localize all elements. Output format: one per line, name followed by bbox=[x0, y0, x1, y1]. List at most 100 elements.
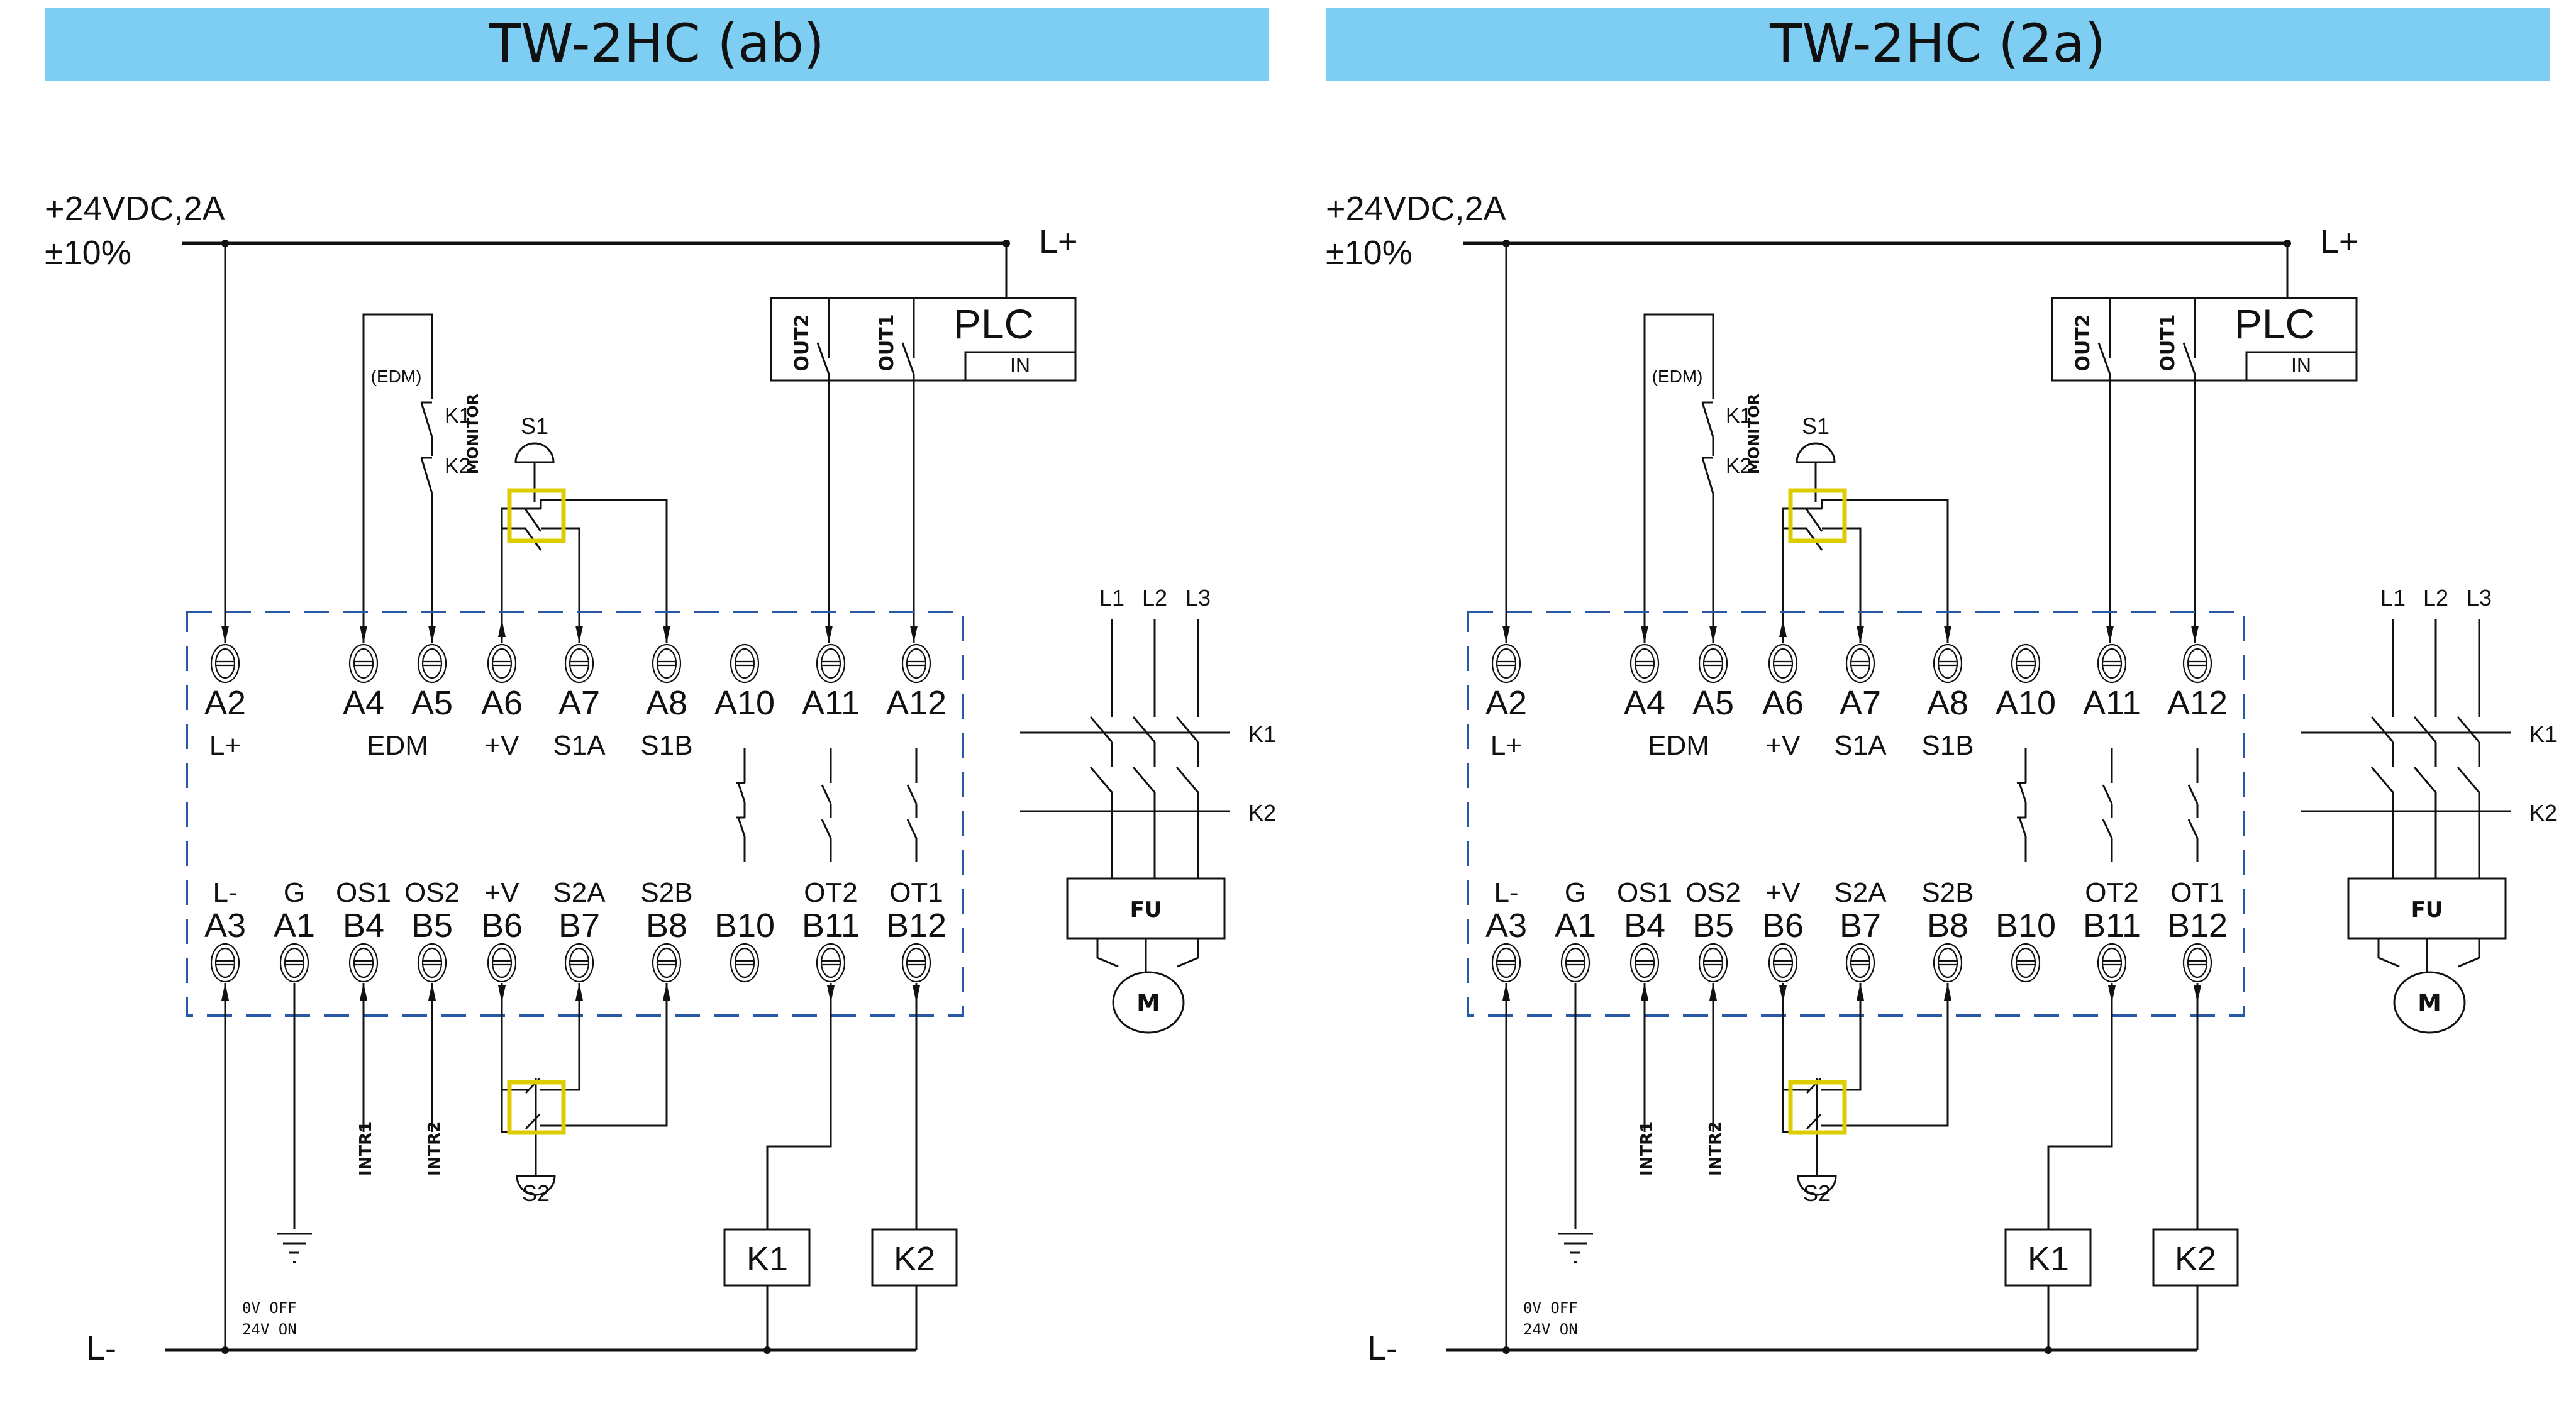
terminal-outer-ring bbox=[1933, 643, 1963, 684]
terminal-function: +V bbox=[1765, 877, 1801, 908]
wire bbox=[540, 499, 668, 643]
terminal-outer-ring bbox=[2182, 943, 2212, 983]
terminal-inner-ring bbox=[353, 648, 374, 679]
arrow-icon bbox=[575, 983, 583, 1001]
terminal-inner-ring bbox=[906, 947, 927, 979]
terminal-outer-ring bbox=[2097, 943, 2127, 983]
terminal-function: S1A bbox=[1834, 730, 1887, 761]
terminal-a4: A4 bbox=[343, 643, 384, 722]
intr2-label: INTR2 bbox=[1706, 1121, 1725, 1176]
wire bbox=[501, 983, 528, 1133]
terminal-outer-ring bbox=[1768, 943, 1798, 983]
wire bbox=[2018, 782, 2027, 802]
wire bbox=[1701, 457, 1714, 494]
mushroom-head-icon bbox=[1797, 1175, 1837, 1196]
arrow-icon bbox=[428, 983, 436, 1001]
terminal-screw bbox=[348, 943, 379, 983]
terminal-id: A11 bbox=[802, 684, 860, 722]
terminal-outer-ring bbox=[417, 943, 447, 983]
wire bbox=[1132, 767, 1156, 793]
terminal-id: A11 bbox=[2083, 684, 2141, 722]
terminal-id: A6 bbox=[1762, 684, 1804, 722]
terminal-b10: B10 bbox=[714, 907, 775, 983]
terminal-a5: A5 bbox=[411, 643, 453, 722]
wire bbox=[540, 983, 580, 1091]
wire bbox=[1782, 507, 1822, 643]
terminal-outer-ring bbox=[1560, 943, 1591, 983]
wire bbox=[1096, 938, 1119, 968]
terminal-screw bbox=[652, 643, 682, 684]
relay-coil-box bbox=[2152, 1228, 2239, 1287]
terminal-screw bbox=[487, 943, 517, 983]
mushroom-head-icon bbox=[514, 442, 555, 463]
edm-k1-label: K1 bbox=[445, 404, 471, 428]
terminal-function: +V bbox=[484, 730, 519, 761]
terminal-id: B8 bbox=[646, 907, 687, 945]
supply-tolerance-label: ±10% bbox=[1326, 234, 1413, 272]
wire bbox=[362, 313, 433, 643]
wire bbox=[1089, 767, 1113, 793]
terminal-function: S2B bbox=[1921, 877, 1974, 908]
terminal-inner-ring bbox=[214, 947, 236, 979]
terminal-outer-ring bbox=[564, 943, 594, 983]
terminal-screw bbox=[1491, 643, 1521, 684]
terminal-function: S1A bbox=[553, 730, 606, 761]
wire bbox=[541, 527, 580, 643]
monitor-label: MONITOR bbox=[464, 394, 482, 475]
plc-out2-label: OUT2 bbox=[791, 314, 813, 371]
supply-tolerance-label: ±10% bbox=[45, 234, 131, 272]
terminal-a10: A10 bbox=[714, 643, 775, 722]
terminal-inner-ring bbox=[1702, 947, 1724, 979]
wire bbox=[1175, 767, 1199, 793]
terminal-a10: A10 bbox=[1996, 643, 2056, 722]
terminal-id: A2 bbox=[204, 684, 246, 722]
wire bbox=[1701, 402, 1714, 438]
terminal-b6: +VB6 bbox=[1762, 877, 1804, 983]
s2-label: S2 bbox=[522, 1180, 550, 1206]
s2-highlight-box bbox=[507, 1080, 566, 1135]
terminal-id: A6 bbox=[481, 684, 523, 722]
edm-terminal-label: EDM bbox=[1648, 730, 1709, 761]
wire bbox=[1821, 983, 1949, 1127]
negative-bus-label: L- bbox=[86, 1329, 116, 1367]
terminal-outer-ring bbox=[210, 643, 240, 684]
terminal-inner-ring bbox=[1937, 648, 1958, 679]
terminal-screw bbox=[564, 643, 594, 684]
arrow-icon bbox=[2106, 626, 2114, 643]
contactor-k2-label: K2 bbox=[1248, 800, 1276, 826]
terminal-screw bbox=[730, 643, 760, 684]
terminal-id: A7 bbox=[558, 684, 600, 722]
relay-k1-label: K1 bbox=[2028, 1240, 2069, 1278]
wire bbox=[737, 782, 746, 802]
terminal-inner-ring bbox=[491, 648, 513, 679]
terminal-screw bbox=[2097, 943, 2127, 983]
terminal-function: S2B bbox=[640, 877, 692, 908]
terminal-screw bbox=[210, 943, 240, 983]
terminal-a11: A11 bbox=[2083, 643, 2141, 722]
s2-emergency-stop: S2 bbox=[1779, 983, 1951, 1206]
panel-header: TW-2HC (ab) bbox=[45, 8, 1269, 81]
terminal-outer-ring bbox=[901, 943, 931, 983]
terminal-a2: A2L+ bbox=[1485, 643, 1527, 761]
arrow-icon bbox=[1944, 626, 1951, 643]
arrow-icon bbox=[663, 626, 670, 643]
terminal-outer-ring bbox=[816, 943, 846, 983]
terminal-inner-ring bbox=[1565, 947, 1586, 979]
terminal-b6: +VB6 bbox=[481, 877, 523, 983]
wire bbox=[2187, 784, 2199, 804]
terminal-screw bbox=[901, 643, 931, 684]
terminal-function: G bbox=[284, 877, 305, 908]
terminal-id: A3 bbox=[1485, 907, 1527, 945]
plc-in-box bbox=[964, 351, 1077, 382]
terminal-outer-ring bbox=[1629, 643, 1660, 684]
wire bbox=[2458, 938, 2480, 968]
terminal-screw bbox=[1698, 643, 1728, 684]
terminal-a4: A4 bbox=[1624, 643, 1665, 722]
arrow-icon bbox=[1709, 983, 1717, 1001]
motor-icon bbox=[1112, 971, 1185, 1034]
terminal-screw bbox=[279, 943, 309, 983]
